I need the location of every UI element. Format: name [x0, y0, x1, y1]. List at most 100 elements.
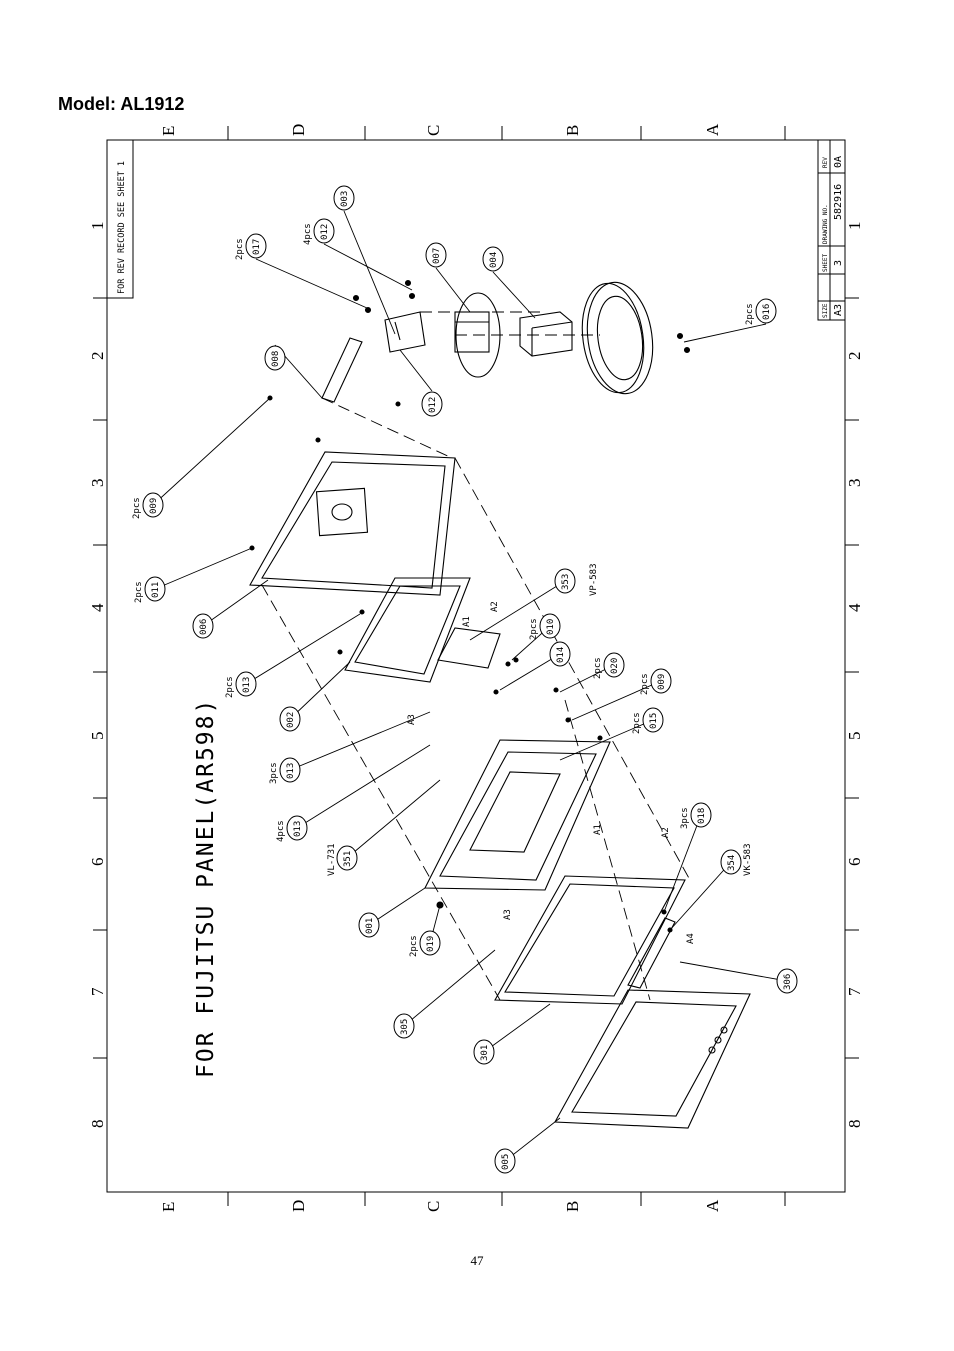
callout-label: 010 — [546, 619, 556, 635]
callout-bubble — [279, 706, 301, 732]
size-value: A3 — [833, 304, 844, 316]
callout-bubble — [336, 845, 358, 871]
callout-306: 306 — [679, 961, 798, 994]
callout-label: 014 — [556, 647, 566, 663]
callout-qty: 3pcs — [680, 807, 690, 829]
callout-011: 011 — [144, 547, 253, 602]
callout-016: 016 — [683, 298, 777, 343]
callout-qty: 2pcs — [225, 676, 235, 698]
grid-number-left: 4 — [88, 603, 107, 612]
callout-bubble — [549, 641, 571, 667]
leader-line — [152, 397, 271, 506]
leader-line — [403, 949, 496, 1027]
shield-plate — [344, 577, 471, 683]
leader-line — [559, 719, 654, 761]
callout-bubble — [419, 930, 441, 956]
callout-qty: 3pcs — [269, 762, 279, 784]
drawing-border — [106, 139, 846, 1193]
board-label: VL-731 — [327, 843, 337, 876]
callout-bubble — [776, 968, 798, 994]
callout-label: 001 — [365, 918, 375, 934]
callout-bubble — [245, 233, 267, 259]
power-board — [437, 627, 501, 669]
callout-qty: 4pcs — [303, 223, 313, 245]
grid-number-right: 5 — [845, 732, 864, 741]
callout-label: 009 — [149, 498, 159, 514]
callout-label: 007 — [432, 248, 442, 264]
connector-label: A2 — [661, 827, 671, 838]
callout-bubble — [142, 492, 164, 518]
rev-value: 0A — [833, 156, 844, 168]
leader-line — [683, 323, 767, 343]
leader-line — [504, 1117, 561, 1162]
grid-number-right: 3 — [845, 479, 864, 488]
callout-353: 353 — [469, 568, 576, 641]
callout-label: 306 — [783, 974, 793, 990]
leader-line — [368, 887, 426, 926]
sheet-label: SHEET — [822, 254, 829, 272]
stand-bracket — [519, 311, 573, 357]
callout-bubble — [313, 218, 335, 244]
callout-301: 301 — [473, 1003, 551, 1065]
lcd-panel — [494, 875, 686, 1005]
callout-bubble — [421, 391, 443, 417]
stand-base — [581, 281, 654, 395]
callout-bubble — [279, 757, 301, 783]
rev-note: FOR REV RECORD SEE SHEET 1 — [117, 161, 127, 294]
callout-label: 013 — [242, 677, 252, 693]
callout-013: 013 — [235, 613, 361, 697]
grid-letter-bottom: C — [424, 1201, 443, 1212]
callout-label: 008 — [271, 351, 281, 367]
rear-cover — [249, 451, 456, 596]
sheet-value: 3 — [833, 260, 844, 266]
callout-019: 019 — [419, 904, 441, 956]
callout-label: 017 — [252, 239, 262, 255]
grid-letter-top: D — [289, 124, 308, 136]
callout-qty: 2pcs — [235, 238, 245, 260]
callout-bubble — [425, 242, 447, 268]
callout-012: 012 — [399, 349, 443, 417]
callout-label: 020 — [610, 658, 620, 674]
callout-label: 305 — [400, 1019, 410, 1035]
callout-001: 001 — [358, 887, 426, 938]
leader-line — [154, 547, 253, 590]
callout-bubble — [755, 298, 777, 324]
grid-number-left: 5 — [88, 732, 107, 741]
rev-label: REV — [822, 157, 829, 168]
callout-012: 012 — [313, 218, 413, 291]
callout-351: 351 — [336, 779, 441, 871]
callout-qty: 4pcs — [276, 820, 286, 842]
drawing-no-value: 582916 — [833, 184, 844, 220]
callout-label: 005 — [501, 1154, 511, 1170]
callout-010: 010 — [511, 613, 561, 661]
grid-letter-top: C — [424, 125, 443, 136]
callout-qty: 2pcs — [640, 673, 650, 695]
connector-label: A3 — [503, 909, 513, 920]
callout-bubble — [690, 802, 712, 828]
connector-label: A2 — [490, 601, 500, 612]
leader-line — [663, 814, 702, 913]
leader-line — [499, 653, 561, 691]
leader-line — [323, 243, 413, 291]
connector-label: A4 — [686, 933, 696, 944]
callout-label: 015 — [649, 713, 659, 729]
leader-line — [296, 744, 431, 829]
leader-line — [343, 210, 396, 335]
callout-qty: 2pcs — [134, 581, 144, 603]
grid-letter-bottom: E — [159, 1202, 178, 1212]
callout-305: 305 — [393, 949, 496, 1039]
callout-label: 004 — [489, 252, 499, 268]
callout-014: 014 — [499, 641, 571, 691]
callout-013: 013 — [286, 744, 431, 841]
grid-letter-bottom: B — [563, 1201, 582, 1212]
callout-009: 009 — [142, 397, 271, 518]
callout-018: 018 — [663, 802, 712, 913]
leader-line — [399, 349, 433, 392]
connector-label: A1 — [593, 824, 603, 835]
callout-qty: 2pcs — [409, 935, 419, 957]
size-label: SIZE — [822, 303, 829, 318]
callout-label: 013 — [293, 821, 303, 837]
grid-number-right: 6 — [845, 858, 864, 867]
leader-line — [289, 711, 431, 771]
